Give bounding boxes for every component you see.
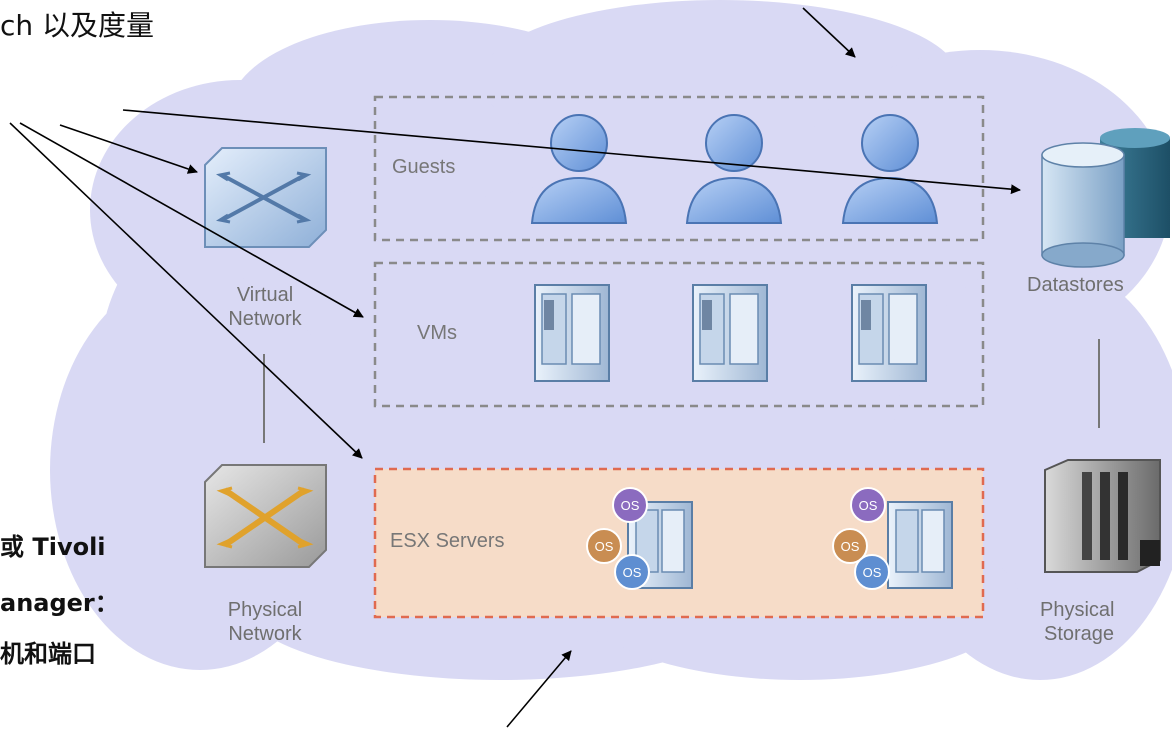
arrow-to-esx-bottom [506,650,572,728]
person-icon [841,114,939,224]
left-caption-line2: anager： [0,589,119,617]
physical-switch-icon [204,464,327,568]
virtual-network-label-line2: Network [228,308,302,330]
datastores-label: Datastores [1027,274,1124,296]
guests-group-box [373,95,985,242]
physical-network-label: Physical Network [200,598,330,646]
os-badge-label: OS [859,498,878,513]
physical-storage-label-line1: Physical [1040,599,1115,621]
virtual-network-label: Virtual Network [200,283,330,331]
left-caption-line1: 或 Tivoli [0,533,106,561]
vms-group-box [373,261,985,408]
datastore-icon [1041,128,1170,268]
arrow-to-virtual-network [59,124,198,174]
person-icon [685,114,783,224]
arrow-to-esx [9,122,363,459]
os-badge: OS [850,487,886,523]
person-icon [530,114,628,224]
os-badge-label: OS [863,565,882,580]
top-caption: ch 以及度量 [0,9,155,42]
os-badge-label: OS [621,498,640,513]
esx-server-icon [887,501,953,589]
os-badge-label: OS [623,565,642,580]
physical-network-label-line1: Physical [227,599,303,621]
vm-server-icon [851,284,927,382]
annotation-arrows [9,7,1021,728]
os-badge: OS [612,487,648,523]
vms-label: VMs [417,322,457,344]
arrow-to-datastores [122,109,1021,195]
os-badge-label: OS [595,539,614,554]
physical-storage-label-line2: Storage [1044,623,1115,645]
os-badge: OS [614,554,650,590]
arrow-to-cloud-top [802,7,856,58]
storage-rack-icon [1044,459,1161,573]
os-badge-label: OS [841,539,860,554]
vm-server-icon [534,284,610,382]
guests-label: Guests [392,156,456,178]
os-badge: OS [832,528,868,564]
physical-storage-label: Physical Storage [1040,598,1172,646]
physical-network-label-line2: Network [228,623,302,645]
virtual-switch-icon [204,147,327,248]
esx-servers-label: ESX Servers [390,530,505,552]
left-caption-line3: 机和端口 [0,640,96,668]
virtual-network-label-line1: Virtual [236,284,294,306]
os-badge: OS [854,554,890,590]
vm-server-icon [692,284,768,382]
arrow-to-vms [19,122,364,318]
os-badge: OS [586,528,622,564]
